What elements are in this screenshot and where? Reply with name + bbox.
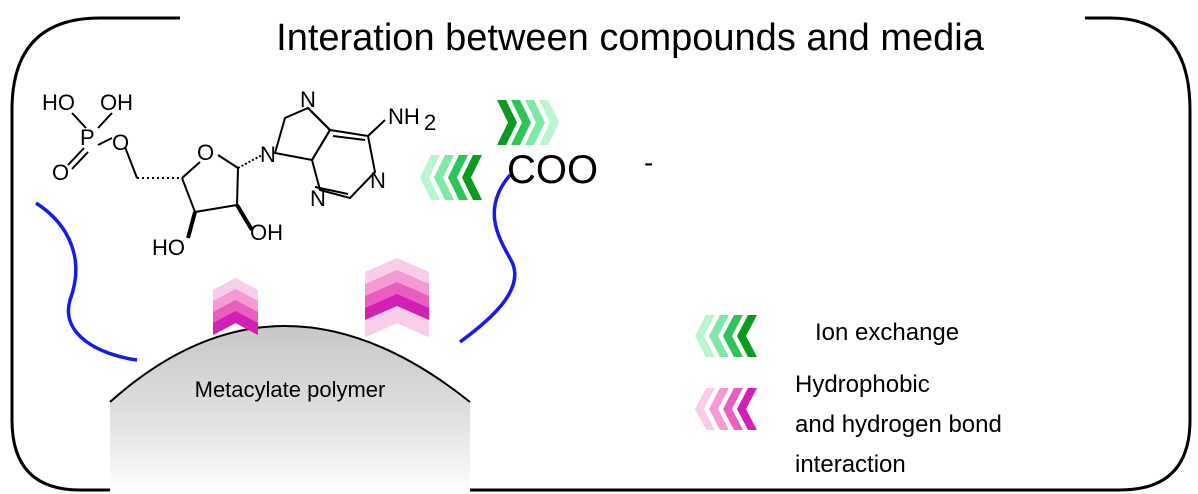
- chevron-mark: [695, 388, 715, 430]
- carboxylate-group: COO: [507, 148, 598, 192]
- atom-nh2-subscript: 2: [424, 110, 436, 135]
- chevron-mark: [709, 315, 729, 357]
- atom-o-ring: O: [197, 140, 214, 165]
- ligand-chain-left: [35, 201, 138, 362]
- atom-n7: N: [300, 87, 316, 112]
- chevron-mark: [497, 100, 517, 145]
- atom-nh2: NH: [388, 104, 420, 129]
- polymer-surface-line: [109, 325, 471, 403]
- legend-hydrophobic-icon: [695, 388, 757, 430]
- atom-ho-bottom: HO: [152, 235, 185, 260]
- carboxylate-charge: -: [644, 147, 653, 178]
- atom-o-ester: O: [112, 130, 129, 155]
- amp-atom-labels: HO OH P O O O N N N N NH 2 HO OH: [42, 87, 436, 260]
- hydrophobic-chevrons-polymer-2: [365, 258, 429, 338]
- polymer-bead: [110, 326, 470, 494]
- atom-phosphorus: P: [80, 125, 95, 150]
- chevron-mark: [709, 388, 729, 430]
- chevron-mark: [462, 155, 482, 200]
- atom-ho-top: HO: [42, 90, 75, 115]
- atom-n9: N: [260, 142, 276, 167]
- chevron-mark: [539, 100, 559, 145]
- ion-exchange-chevrons-right: [497, 100, 559, 145]
- chevron-mark: [723, 388, 743, 430]
- chevron-mark: [365, 306, 429, 338]
- chevron-mark: [737, 315, 757, 357]
- ligand-chain-right: [458, 173, 517, 344]
- chevron-mark: [420, 155, 440, 200]
- frame-border: [10, 16, 1192, 492]
- chevron-mark: [695, 315, 715, 357]
- ion-exchange-chevrons-left: [420, 155, 482, 200]
- chevron-mark: [511, 100, 531, 145]
- polymer-label: Metacylate polymer: [195, 377, 386, 402]
- atom-o-double: O: [52, 160, 69, 185]
- legend-hydrophobic-line-1: Hydrophobic: [795, 371, 930, 398]
- diagram-title: Interation between compounds and media: [276, 17, 985, 59]
- atom-n3: N: [310, 186, 326, 211]
- amp-molecule: [67, 106, 386, 239]
- legend-hydrophobic-line-2: and hydrogen bond: [795, 411, 1002, 438]
- legend-ion-exchange-label: Ion exchange: [815, 319, 959, 346]
- legend-hydrophobic-line-3: interaction: [795, 451, 906, 478]
- chevron-mark: [448, 155, 468, 200]
- chevron-mark: [723, 315, 743, 357]
- chevron-mark: [525, 100, 545, 145]
- legend-ion-exchange-icon: [695, 315, 757, 357]
- atom-n1: N: [370, 168, 386, 193]
- chevron-mark: [737, 388, 757, 430]
- hydrophobic-chevrons-polymer-1: [213, 278, 258, 336]
- chevron-mark: [213, 311, 258, 336]
- chevron-mark: [434, 155, 454, 200]
- atom-oh-bottom: OH: [250, 220, 283, 245]
- atom-oh-top: OH: [100, 90, 133, 115]
